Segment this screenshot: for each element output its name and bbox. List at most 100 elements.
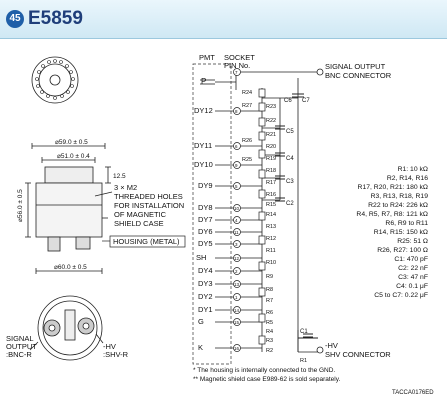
socket-label: PIN No.: [224, 61, 250, 70]
resistor-label: R2: [266, 348, 273, 354]
dynode-label: DY5: [198, 239, 213, 248]
pin-number: 14: [234, 308, 240, 313]
pmt-boundary: [192, 63, 232, 365]
thread-note: 3 × M2 THREADED HOLES FOR INSTALLATION O…: [114, 183, 184, 228]
value-line: R1: 10 kΩ: [398, 166, 428, 173]
resistor-blocks: [258, 88, 266, 345]
thread-note-line: OF MAGNETIC: [114, 210, 167, 219]
resistor-label: R23: [266, 104, 276, 110]
resistor-label: R13: [266, 224, 276, 230]
housing-label: HOUSING (METAL): [113, 237, 180, 246]
value-line: R3, R13, R18, R19: [371, 193, 429, 200]
value-line: C5 to C7: 0.22 μF: [374, 292, 428, 299]
resistor-label: R25: [242, 157, 252, 163]
resistor-label: R14: [266, 212, 276, 218]
resistor-label: R10: [266, 260, 276, 266]
hv-connector-label: -HV: [325, 341, 338, 350]
pin-number: 7: [235, 70, 238, 75]
resistor-label: R4: [266, 329, 273, 335]
value-line: C3: 47 nF: [398, 274, 428, 281]
pin-number: 2: [235, 269, 238, 274]
pin-number: 16: [234, 346, 240, 351]
value-line: R17, R20, R21: 180 kΩ: [358, 184, 428, 191]
pin-number: 9: [235, 163, 238, 168]
capacitor-label: C6: [284, 98, 292, 104]
resistor-labels: R24 R27 R23 R22 R21 R26 R20 R25 R19 R18 …: [242, 90, 307, 364]
signal-output-label: :BNC-R: [6, 350, 32, 359]
note-shield: ** Magnetic shield case E989-62 is sold …: [193, 376, 340, 383]
pin-number: 5: [235, 184, 238, 189]
dynode-label: DY4: [198, 266, 213, 275]
resistor-label: R17: [266, 180, 276, 186]
resistor-label: R7: [266, 298, 273, 304]
hv-label: :SHV-R: [103, 350, 129, 359]
resistor-label: R21: [266, 132, 276, 138]
hv-connector-label: SHV CONNECTOR: [325, 350, 391, 359]
dynode-label: DY8: [198, 203, 213, 212]
resistor-label: R26: [242, 138, 252, 144]
signal-output-connector-label: SIGNAL OUTPUT: [325, 62, 386, 71]
pin-number: 10: [234, 206, 240, 211]
pmt-label: PMT: [199, 53, 215, 62]
dynode-label: DY10: [194, 160, 213, 169]
dynode-label: DY9: [198, 181, 213, 190]
value-line: R14, R15: 150 kΩ: [374, 229, 428, 236]
value-line: C2: 22 nF: [398, 265, 428, 272]
capacitor-label: C3: [286, 179, 294, 185]
signal-output-label: OUTPUT: [6, 342, 37, 351]
resistor-label: R27: [242, 103, 252, 109]
resistor-label: R5: [266, 320, 273, 326]
value-line: R6, R9 to R11: [385, 220, 428, 227]
pin-number: 1: [235, 295, 238, 300]
signal-output-connector-label: BNC CONNECTOR: [325, 71, 392, 80]
dynode-label: DY3: [198, 279, 213, 288]
resistor-label: R24: [242, 90, 252, 96]
hv-label: -HV: [103, 342, 116, 351]
thread-note-line: 3 × M2: [114, 183, 137, 192]
capacitor-labels: C6 C7 C5 C4 C3 C2 C1: [284, 98, 310, 335]
bnc-connector-symbol: [316, 68, 324, 76]
shield-label: SH: [196, 253, 206, 262]
pin-number: 8: [235, 109, 238, 114]
item-number-badge: 45: [6, 10, 24, 28]
capacitor-label: C4: [286, 156, 294, 162]
resistor-label: R18: [266, 168, 276, 174]
value-line: R22 to R24: 226 kΩ: [368, 202, 428, 209]
resistor-label: R19: [266, 156, 276, 162]
dynode-label: DY6: [198, 227, 213, 236]
capacitor-label: C5: [286, 129, 294, 135]
pin-numbers: 7 8 6 9 5 10 4 11 3 12 2 13 1 14 15 16: [234, 70, 240, 351]
dynode-label: DY1: [198, 305, 213, 314]
capacitor-label: C1: [300, 329, 308, 335]
dim-top: ⌀59.0 ± 0.5: [55, 139, 88, 146]
dim-height: 12.5: [113, 173, 126, 180]
header-bar: 45 E5859: [0, 0, 447, 39]
dynode-label: DY11: [194, 141, 212, 150]
dim-side: ⌀56.0 ± 0.5: [17, 189, 24, 222]
component-values: R1: 10 kΩ R2, R14, R16 R17, R20, R21: 18…: [356, 166, 428, 299]
value-line: R26, R27: 100 Ω: [377, 247, 428, 254]
pin-number: 12: [234, 256, 240, 261]
pin-number: 3: [235, 242, 238, 247]
capacitor-label: C2: [286, 201, 294, 207]
dynode-label: DY2: [198, 292, 213, 301]
page-title: E5859: [28, 8, 83, 29]
value-line: R4, R5, R7, R8: 121 kΩ: [356, 211, 428, 218]
thread-note-line: SHIELD CASE: [114, 219, 164, 228]
signal-output-label: SIGNAL: [6, 334, 34, 343]
dim-second: ⌀51.0 ± 0.4: [57, 153, 90, 160]
grid-label: G: [198, 317, 204, 326]
drawing-code: TACCA0176ED: [392, 390, 434, 396]
value-line: R25: 51 Ω: [397, 238, 428, 245]
thread-note-line: FOR INSTALLATION: [114, 201, 184, 210]
dynode-label: DY7: [198, 215, 213, 224]
pin-number: 4: [235, 218, 238, 223]
capacitor-label: C7: [302, 98, 310, 104]
resistor-label: R11: [266, 248, 276, 254]
pin-number: 11: [234, 230, 239, 235]
anode-label: P: [201, 77, 206, 86]
bottom-view-drawing: [29, 295, 104, 361]
pin-number: 13: [234, 282, 240, 287]
side-view-drawing: [25, 143, 113, 274]
